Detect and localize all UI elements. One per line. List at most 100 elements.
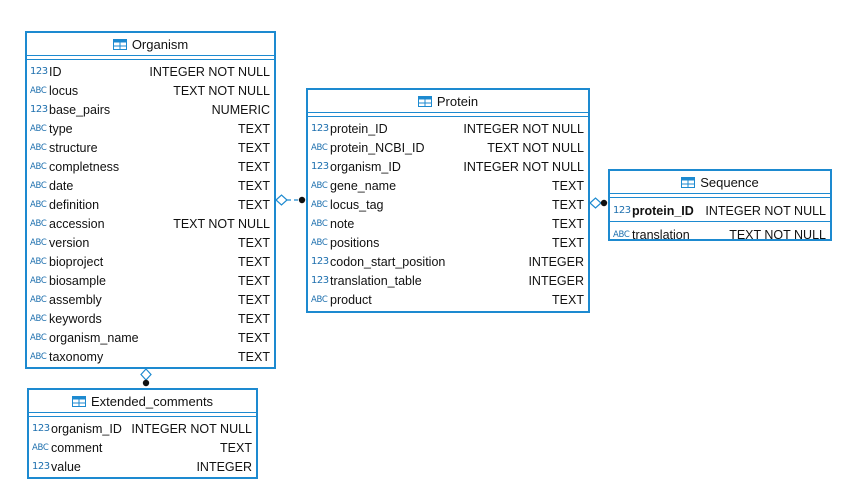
column-type: TEXT [238,235,270,250]
text-type-icon: ABC [32,442,49,453]
column-type: TEXT [552,216,584,231]
protein-table[interactable]: Protein 123 protein_ID INTEGER NOT NULL ABC… [306,88,590,313]
table-icon [112,38,127,50]
column-name: definition [49,197,100,212]
text-type-icon: ABC [30,199,47,210]
column-type: TEXT [238,159,270,174]
column-type: TEXT [238,330,270,345]
sequence-table-header[interactable]: Sequence [610,171,830,194]
column-type: TEXT NOT NULL [173,83,270,98]
column-name: keywords [49,311,102,326]
column-name: locus [49,83,79,98]
column-name: value [51,459,81,474]
column-name: protein_ID [330,121,388,136]
numeric-type-icon: 123 [30,104,48,115]
column-type: INTEGER [528,273,584,288]
numeric-type-icon: 123 [311,275,329,286]
header-divider [27,56,274,60]
column-type: INTEGER [196,459,252,474]
text-type-icon: ABC [311,180,328,191]
text-type-icon: ABC [30,237,47,248]
column-name: taxonomy [49,349,104,364]
column-name: gene_name [330,178,397,193]
column-type: TEXT [238,273,270,288]
column-type: TEXT NOT NULL [173,216,270,231]
column-type: INTEGER NOT NULL [463,121,584,136]
header-divider [610,194,830,198]
text-type-icon: ABC [30,123,47,134]
text-type-icon: ABC [30,218,47,229]
column-name: product [330,292,372,307]
column-name: assembly [49,292,102,307]
column-type: INTEGER NOT NULL [705,203,826,218]
column-name: translation_table [330,273,422,288]
organism-protein-diamond [275,194,288,206]
text-type-icon: ABC [613,229,630,240]
column-name: organism_ID [51,421,122,436]
text-type-icon: ABC [30,180,47,191]
column-name: date [49,178,74,193]
column-name: accession [49,216,105,231]
text-type-icon: ABC [30,313,47,324]
text-type-icon: ABC [311,199,328,210]
column-type: TEXT [238,121,270,136]
column-type: INTEGER NOT NULL [131,421,252,436]
extended-comments-table-header[interactable]: Extended_comments [29,390,256,413]
column-name: comment [51,440,103,455]
text-type-icon: ABC [311,218,328,229]
organism-table-header[interactable]: Organism [27,33,274,56]
protein-table-title: Protein [436,93,479,109]
header-divider [308,113,588,117]
column-type: TEXT [552,197,584,212]
column-name: codon_start_position [330,254,446,269]
text-type-icon: ABC [30,85,47,96]
protein-sequence-dot [600,199,608,207]
column-name: translation [632,227,690,242]
protein-sequence-diamond [589,197,602,209]
sequence-table-title: Sequence [700,174,759,190]
numeric-type-icon: 123 [613,205,631,216]
column-name: organism_ID [330,159,401,174]
protein-table-header[interactable]: Protein [308,90,588,113]
organism-comments-diamond [140,368,152,381]
column-name: structure [49,140,98,155]
text-type-icon: ABC [30,256,47,267]
column-type: TEXT [238,311,270,326]
